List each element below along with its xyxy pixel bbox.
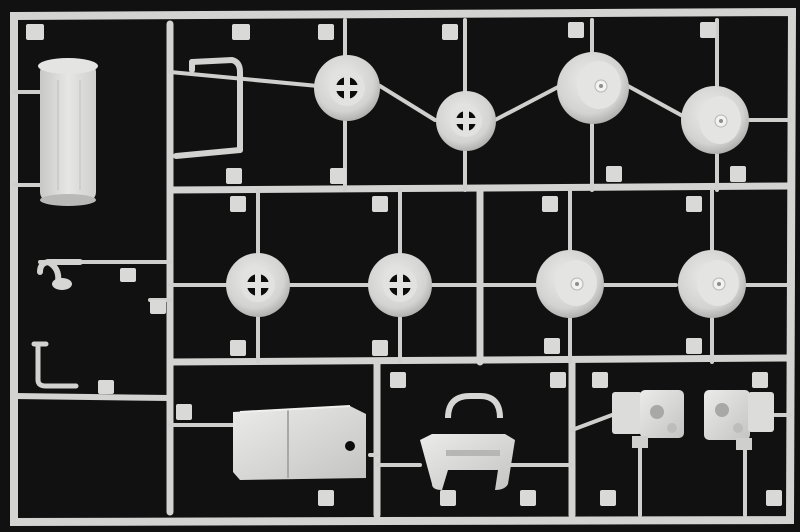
roll-bar xyxy=(173,56,243,159)
small-lever xyxy=(31,341,79,389)
rear-wing xyxy=(38,58,98,206)
wheel-rear-right xyxy=(681,86,749,154)
wheel-front-right xyxy=(436,91,496,151)
engine-block-right xyxy=(704,390,774,450)
seat-frame xyxy=(420,393,515,490)
wheel-front-left xyxy=(314,55,380,121)
wheel-spare-4 xyxy=(678,250,746,318)
sprue-tabs xyxy=(26,22,782,506)
wheel-spare-2 xyxy=(368,253,432,317)
exhaust-tip xyxy=(52,278,72,290)
engine-block-left xyxy=(612,390,684,448)
wheel-spare-1 xyxy=(226,253,290,317)
sprue-frame xyxy=(10,7,797,527)
wheel-spare-3 xyxy=(536,250,604,318)
fuel-tank xyxy=(233,405,366,480)
wheel-rear-left xyxy=(557,52,629,124)
